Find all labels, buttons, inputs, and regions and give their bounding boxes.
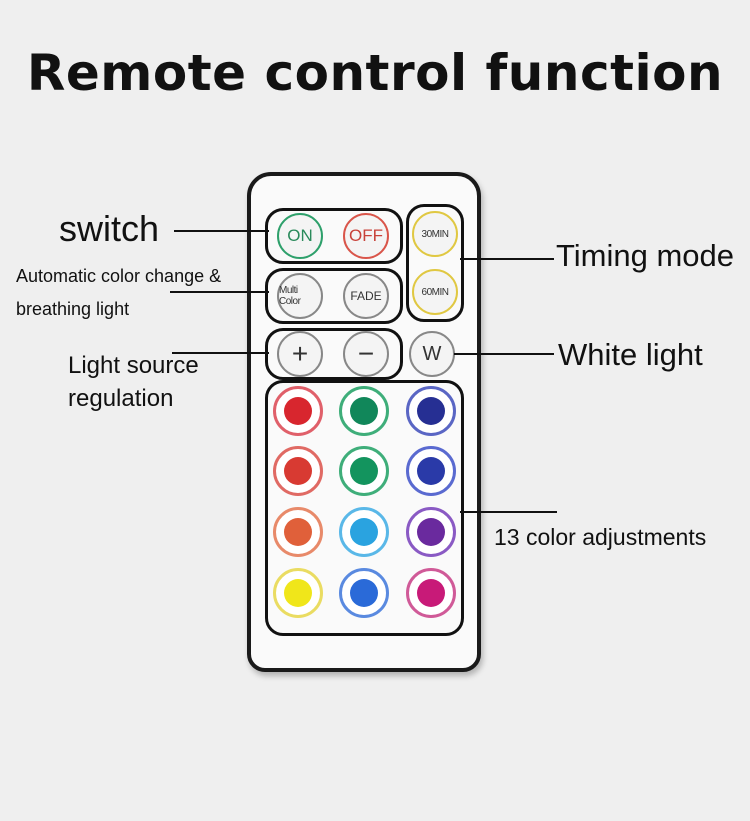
color-dot [417,518,445,546]
light-source-label-line1: Light source [68,352,199,379]
remote-control: ON OFF Multi Color FADE 30MIN 60MIN + − … [247,172,481,672]
brightness-plus-button[interactable]: + [277,331,323,377]
color-button[interactable] [406,446,456,496]
auto-color-label-line1: Automatic color change & [16,266,222,286]
timer-group [406,204,464,322]
light-source-label-line2: regulation [68,385,174,412]
color-button[interactable] [406,568,456,618]
switch-group [265,208,403,264]
auto-color-label-line2: breathing light [16,299,130,319]
switch-label: switch [59,208,160,249]
color-dot [284,579,312,607]
color-dot [417,397,445,425]
color-button[interactable] [406,507,456,557]
color-dot [350,397,378,425]
color-dot [417,579,445,607]
white-light-leader-line [454,353,554,355]
switch-leader-line [174,230,269,232]
light-source-leader-line [172,352,269,354]
auto-color-leader-line [170,291,269,293]
color-group [265,380,464,636]
color-button[interactable] [273,446,323,496]
multi-color-button[interactable]: Multi Color [277,273,323,319]
color-adjustments-label: 13 color adjustments [494,524,707,550]
color-button[interactable] [339,507,389,557]
color-button[interactable] [273,386,323,436]
color-adjustments-leader-line [460,511,557,513]
color-button[interactable] [406,386,456,436]
timing-mode-leader-line [460,258,554,260]
regulation-group [265,328,403,380]
color-button[interactable] [339,446,389,496]
color-dot [284,397,312,425]
white-light-label: White light [558,337,703,372]
color-button[interactable] [339,568,389,618]
on-button[interactable]: ON [277,213,323,259]
timing-mode-label: Timing mode [556,238,735,273]
color-dot [350,518,378,546]
white-light-button[interactable]: W [409,331,455,377]
timer-30min-button[interactable]: 30MIN [412,211,458,257]
color-dot [284,518,312,546]
color-button[interactable] [273,507,323,557]
color-dot [417,457,445,485]
color-dot [284,457,312,485]
off-button[interactable]: OFF [343,213,389,259]
brightness-minus-button[interactable]: − [343,331,389,377]
fade-button[interactable]: FADE [343,273,389,319]
color-button[interactable] [339,386,389,436]
color-dot [350,457,378,485]
color-dot [350,579,378,607]
page-title: Remote control function [26,44,724,102]
timer-60min-button[interactable]: 60MIN [412,269,458,315]
mode-group [265,268,403,324]
color-button[interactable] [273,568,323,618]
